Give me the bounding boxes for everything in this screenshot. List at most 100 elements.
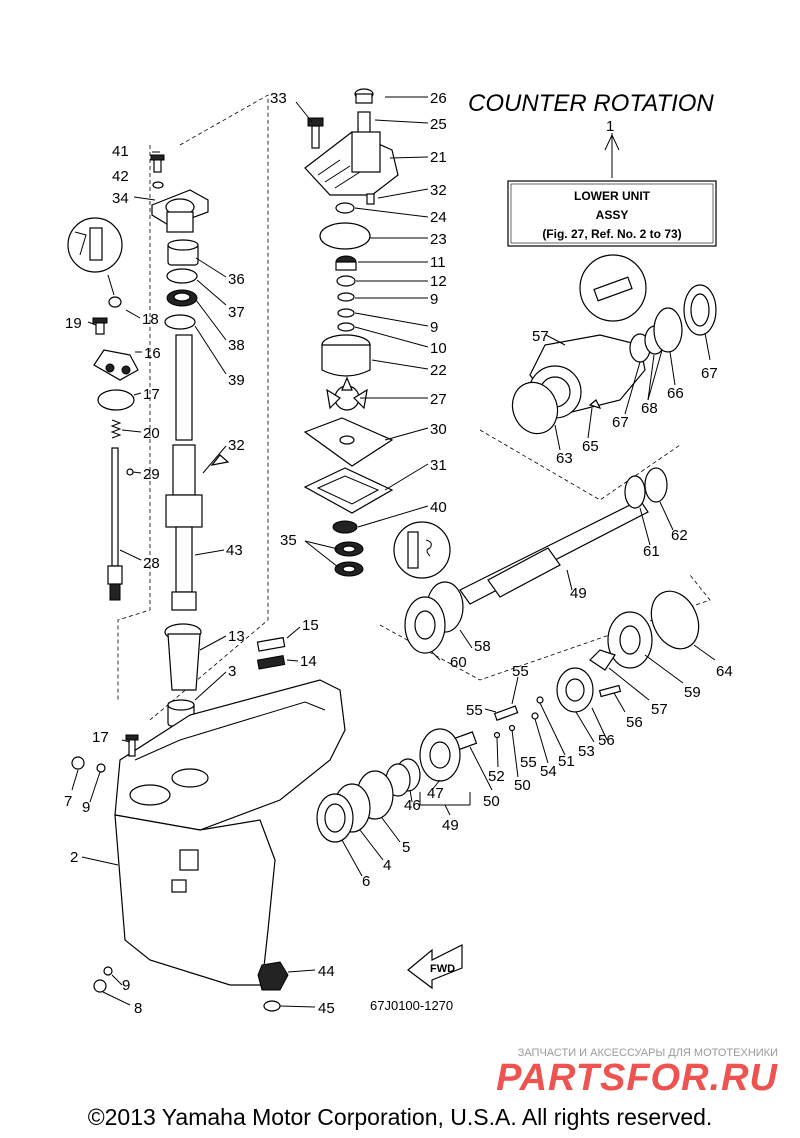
callout-70: 64: [716, 663, 733, 680]
callout-43: 40: [430, 499, 447, 516]
assembly-reference-box: 1 LOWER UNIT ASSY (Fig. 27, Ref. No. 2 t…: [507, 118, 717, 247]
callout-27: 23: [430, 231, 447, 248]
callout-59: 56: [598, 732, 615, 749]
callout-29: 25: [430, 116, 447, 133]
callout-65: 61: [643, 543, 660, 560]
callout-39: 36: [228, 271, 245, 288]
lower-unit-housing: [71, 679, 346, 1012]
callout-60: 57: [651, 701, 668, 718]
callout-18: 16: [144, 345, 161, 362]
propeller-shaft-housing: [511, 254, 717, 435]
callout-41: 38: [228, 337, 245, 354]
leader-lines: [71, 96, 716, 1008]
diagram-code: 67J0100-1270: [370, 998, 453, 1013]
callout-36: 33: [270, 90, 287, 107]
callout-19: 17: [143, 386, 160, 403]
callout-32: 32: [228, 437, 245, 454]
callout-73: 67: [701, 365, 718, 382]
callout-66: 62: [671, 527, 688, 544]
callout-15: 14: [300, 653, 317, 670]
callout-48: 45: [318, 1000, 335, 1017]
callout-12: 11: [430, 254, 446, 271]
assembly-line-2: ASSY: [596, 208, 629, 222]
watermark-tagline: ЗАПЧАСТИ И АКСЕССУАРЫ ДЛЯ МОТОТЕХНИКИ: [518, 1047, 778, 1059]
callout-35: 32: [430, 182, 447, 199]
callout-68: 68: [641, 400, 658, 417]
callout-20: 18: [142, 311, 159, 328]
callout-10: 9: [430, 319, 438, 336]
callout-45: 42: [112, 168, 129, 185]
callout-22: 28: [143, 555, 160, 572]
callout-16: 15: [302, 617, 319, 634]
watermark-brand: PARTSFOR.RU: [496, 1057, 778, 1099]
callout-63: 59: [684, 684, 701, 701]
callout-67: 67: [612, 414, 629, 431]
callout-4: 4: [383, 857, 391, 874]
callout-34: 31: [430, 457, 447, 474]
callout-57b: 55: [520, 754, 537, 771]
callout-56b: 54: [540, 763, 557, 780]
callout-2: 2: [70, 849, 78, 866]
callout-31: 27: [430, 391, 447, 408]
assembly-ref-number: 1: [606, 118, 614, 135]
callout-9b: 9: [122, 977, 130, 994]
callout-40: 37: [228, 304, 245, 321]
fwd-arrow: FWD: [407, 944, 463, 990]
callout-30: 26: [430, 90, 447, 107]
callout-55a: 55: [466, 702, 483, 719]
callout-72: 66: [667, 385, 684, 402]
callout-42: 39: [228, 372, 245, 389]
callout-62: 58: [474, 638, 491, 655]
callout-17: 17: [92, 729, 109, 746]
center-column-parts: [256, 88, 451, 670]
callout-69: 63: [556, 450, 573, 467]
callout-64: 60: [450, 654, 467, 671]
callout-55b: 52: [488, 768, 505, 785]
callout-9a: 9: [82, 799, 90, 816]
callout-21: 19: [65, 315, 82, 332]
assembly-line-1: LOWER UNIT: [574, 189, 651, 203]
callout-37: 34: [112, 190, 129, 207]
callout-44: 41: [112, 143, 129, 160]
callout-53: 50: [514, 777, 531, 794]
callout-25: 21: [430, 149, 447, 166]
callout-56a: 53: [578, 743, 595, 760]
callout-52: 50: [483, 793, 500, 810]
propeller-shaft-group: [316, 467, 700, 843]
callout-7: 7: [64, 793, 72, 810]
callout-54: 51: [558, 753, 575, 770]
callout-6: 6: [362, 873, 370, 890]
callout-8: 8: [134, 1000, 142, 1017]
assembly-line-3: (Fig. 27, Ref. No. 2 to 73): [542, 227, 681, 241]
callout-13: 12: [430, 273, 447, 290]
left-column-parts: [67, 154, 230, 727]
callout-24: 20: [143, 425, 160, 442]
callout-61: 57: [532, 328, 549, 345]
callout-50a: 46: [404, 797, 421, 814]
diagram-title: COUNTER ROTATION: [468, 90, 714, 117]
callout-26: 22: [430, 362, 447, 379]
callout-47: 44: [318, 963, 335, 980]
callout-11a: 9: [430, 291, 438, 308]
callout-58: 56: [626, 714, 643, 731]
callout-71: 65: [582, 438, 599, 455]
callout-23: 29: [143, 466, 160, 483]
callout-49: 49: [442, 817, 459, 834]
watermark: ЗАПЧАСТИ И АКСЕССУАРЫ ДЛЯ МОТОТЕХНИКИ PA…: [496, 1047, 778, 1099]
callout-51: 49: [570, 585, 587, 602]
copyright-notice: ©2013 Yamaha Motor Corporation, U.S.A. A…: [88, 1104, 713, 1130]
callout-38: 35: [280, 532, 297, 549]
callout-50b: 47: [427, 785, 444, 802]
callout-5: 5: [402, 839, 410, 856]
callout-28: 24: [430, 209, 447, 226]
callout-57a: 55: [512, 663, 529, 680]
callout-numbers: 26 25 33 21 32 24 23 11 12 9 9 10 22 27 …: [64, 90, 733, 1017]
callout-11b: 10: [430, 340, 447, 357]
callout-33: 30: [430, 421, 447, 438]
callout-3: 3: [228, 663, 236, 680]
callout-46: 43: [226, 542, 243, 559]
fwd-label: FWD: [430, 963, 455, 975]
callout-14: 13: [228, 628, 245, 645]
